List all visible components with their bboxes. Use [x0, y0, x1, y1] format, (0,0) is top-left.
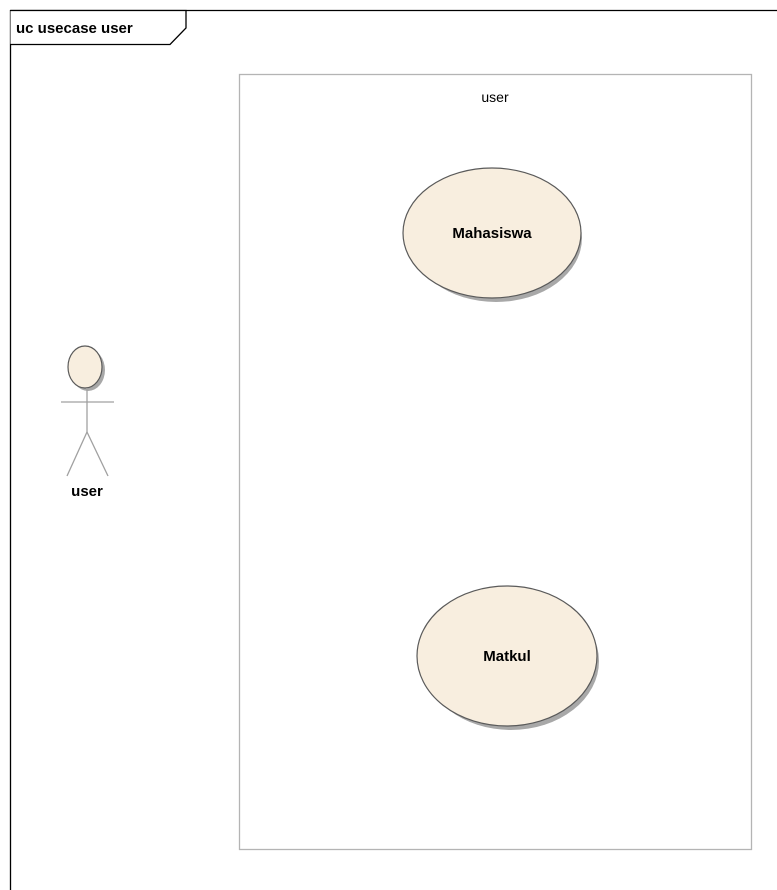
actor-right-leg: [86, 431, 109, 477]
usecase-mahasiswa-ellipse[interactable]: [402, 167, 582, 299]
actor-left-leg: [66, 431, 88, 477]
usecase-matkul[interactable]: Matkul: [416, 585, 599, 730]
frame-name-tab: [10, 9, 187, 46]
usecase-matkul-ellipse[interactable]: [416, 585, 598, 727]
actor-stick-figure-icon[interactable]: [61, 345, 114, 477]
usecase-matkul-label: Matkul: [483, 648, 531, 665]
actor-head: [67, 345, 103, 389]
diagram-frame: uc usecase user: [9, 9, 777, 890]
actor-user-label: user: [71, 483, 103, 500]
frame-title: uc usecase user: [16, 20, 133, 37]
usecase-mahasiswa[interactable]: Mahasiswa: [402, 167, 582, 302]
actor-user[interactable]: user: [61, 345, 114, 500]
usecase-mahasiswa-label: Mahasiswa: [452, 225, 532, 242]
system-boundary-title: user: [481, 89, 509, 105]
